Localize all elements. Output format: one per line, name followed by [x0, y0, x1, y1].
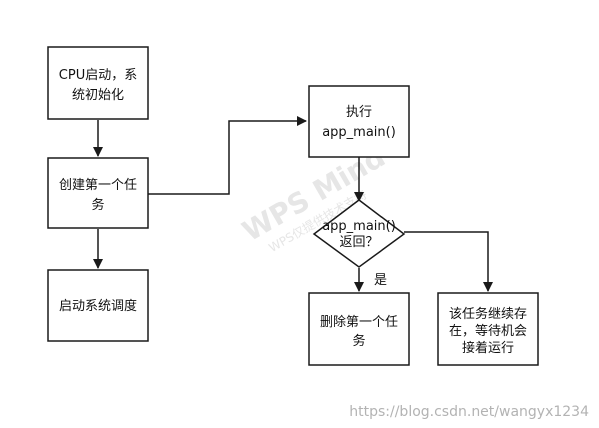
node-delete-task-box — [308, 292, 410, 366]
edge-decision-no — [404, 231, 493, 292]
label-delete-task-line-2: 务 — [352, 333, 365, 349]
label-exec-main-line-2: app_main() — [322, 125, 396, 140]
label-keep-task-line-1: 该任务继续存 — [449, 306, 527, 322]
label-exec-main-line-1: 执行 — [346, 105, 372, 120]
node-start-sched-box — [47, 269, 149, 342]
nodes — [47, 46, 539, 366]
edge-label-yes: 是 — [374, 273, 387, 288]
label-cpu-start-line-2: 统初始化 — [72, 88, 124, 103]
node-exec-main-box — [308, 85, 410, 158]
label-keep-task-line-3: 接着运行 — [462, 340, 514, 356]
label-create-task-line-2: 务 — [91, 197, 104, 213]
edges — [93, 116, 493, 292]
label-delete-task-line-1: 删除第一个任 — [320, 315, 398, 330]
label-cpu-start-line-1: CPU启动，系 — [59, 68, 137, 83]
label-create-task-line-1: 创建第一个任 — [59, 178, 137, 193]
node-keep-task-box — [437, 292, 539, 366]
edge-create-to-exec — [148, 116, 307, 195]
node-labels: CPU启动，系 统初始化 创建第一个任 务 启动系统调度 执行 app_main… — [59, 68, 527, 356]
node-decision-diamond — [312, 199, 406, 268]
node-cpu-start-box — [47, 46, 149, 120]
label-start-sched: 启动系统调度 — [59, 298, 137, 314]
label-decision-line-2: 返回？ — [339, 235, 378, 250]
node-create-task-box — [47, 157, 149, 229]
label-keep-task-line-2: 在，等待机会 — [449, 323, 527, 339]
source-url: https://blog.csdn.net/wangyx1234 — [349, 404, 589, 420]
label-decision-line-1: app_main() — [322, 219, 396, 234]
